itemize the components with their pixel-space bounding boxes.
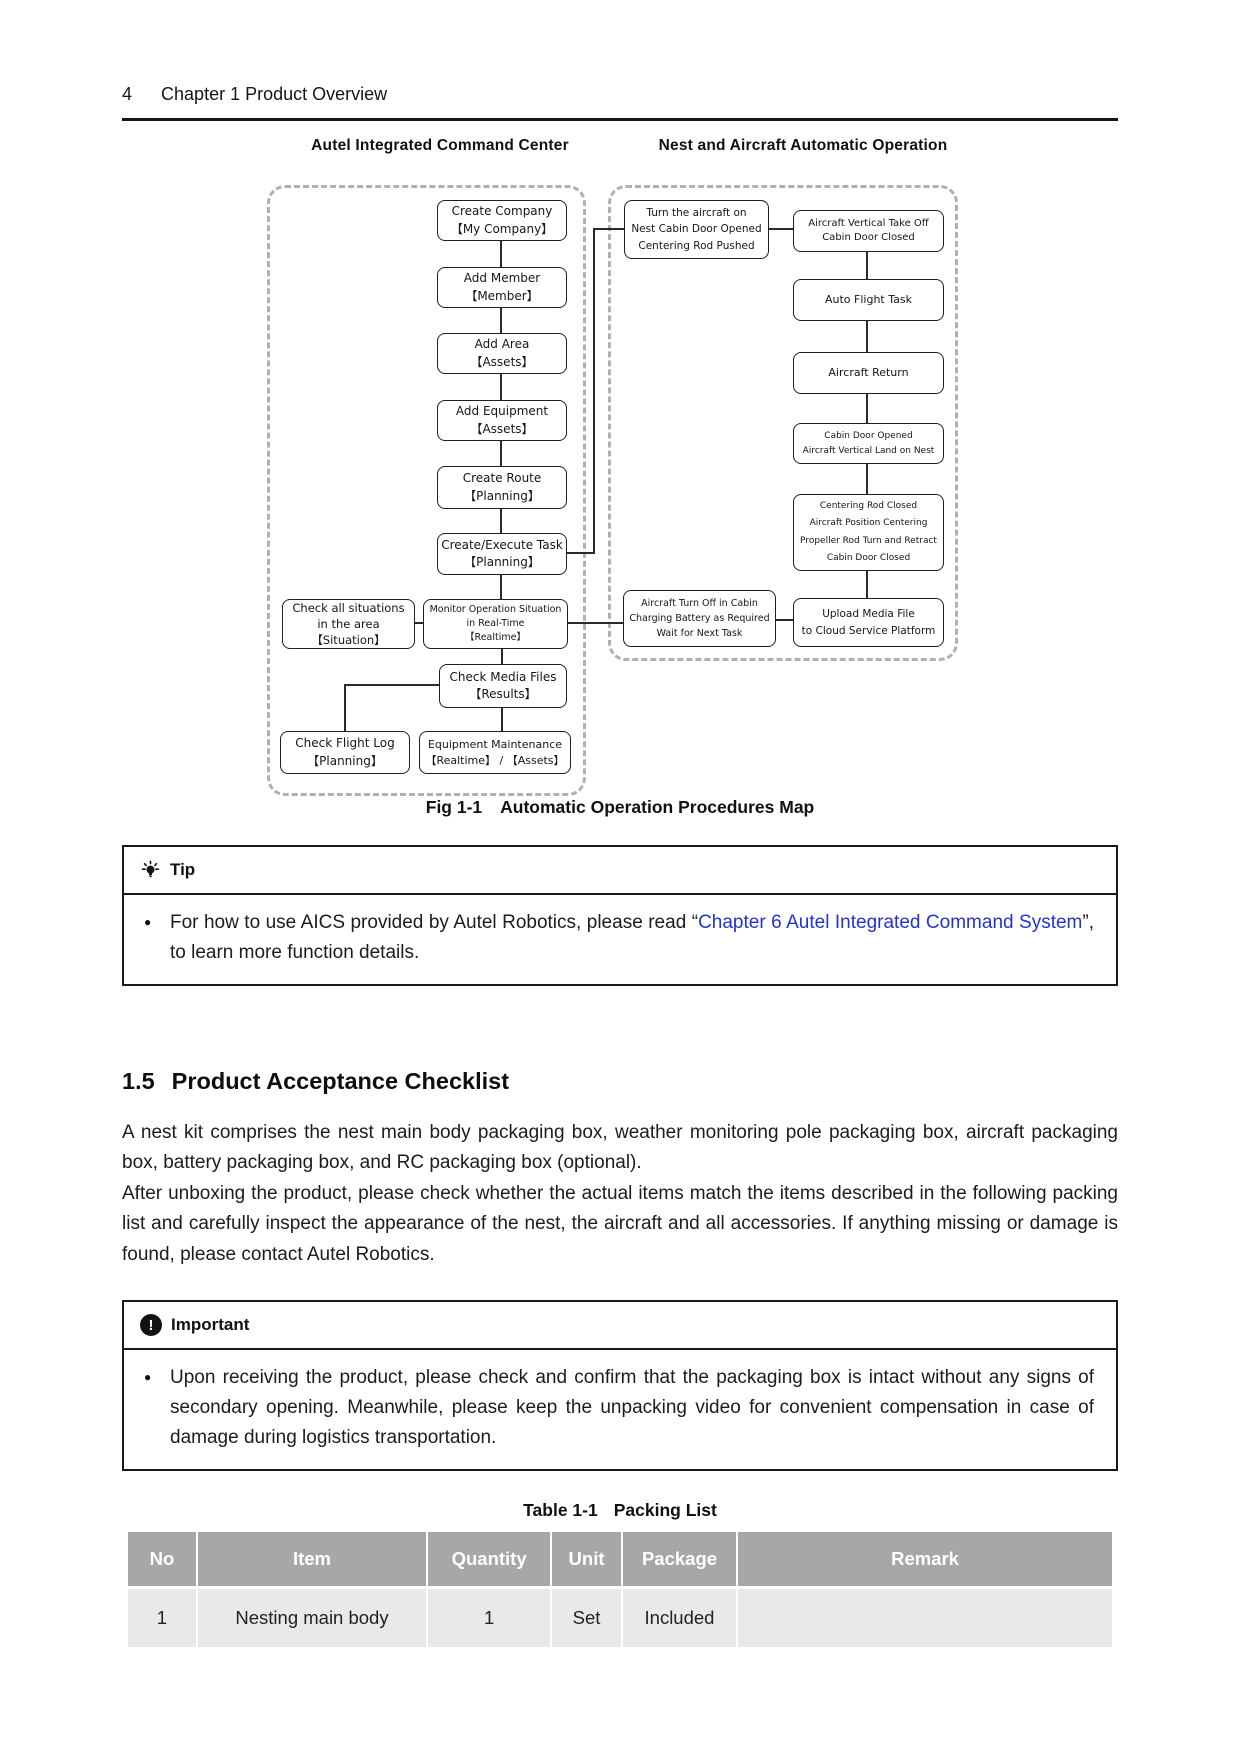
connector-line	[500, 239, 502, 267]
connector-line	[774, 619, 793, 621]
flow-left-title: Autel Integrated Command Center	[311, 137, 569, 154]
connector-line	[866, 392, 868, 423]
connector-line	[866, 250, 868, 279]
connector-line	[767, 228, 793, 230]
flow-node-upload-media: Upload Media File to Cloud Service Platf…	[793, 598, 944, 647]
cell-quantity: 1	[427, 1587, 553, 1647]
column-header-package: Package	[621, 1532, 739, 1589]
tip-header: Tip	[124, 847, 1116, 895]
column-header-remark: Remark	[737, 1532, 1112, 1589]
section-heading: 1.5 Product Acceptance Checklist	[122, 1068, 1118, 1095]
table-title: Packing List	[613, 1500, 717, 1520]
flow-node-turn-aircraft-on: Turn the aircraft on Nest Cabin Door Ope…	[624, 200, 769, 259]
flow-node-check-media-files: Check Media Files 【Results】	[439, 664, 567, 708]
page-header: 4 Chapter 1 Product Overview	[122, 84, 1118, 105]
flow-right-title: Nest and Aircraft Automatic Operation	[658, 137, 948, 154]
section-title: Product Acceptance Checklist	[171, 1068, 510, 1094]
body-copy: A nest kit comprises the nest main body …	[122, 1118, 1118, 1270]
connector-line	[500, 439, 502, 466]
connector-line	[866, 319, 868, 352]
column-header-item: Item	[196, 1532, 429, 1589]
figure-caption: Fig 1-1 Automatic Operation Procedures Ma…	[122, 797, 1118, 818]
cell-no: 1	[128, 1587, 198, 1647]
tip-box: Tip ● For how to use AICS provided by Au…	[122, 845, 1118, 987]
connector-line	[593, 228, 595, 554]
important-box: ! Important ● Upon receiving the product…	[122, 1300, 1118, 1472]
cell-item: Nesting main body	[196, 1587, 429, 1647]
flow-node-add-equipment: Add Equipment 【Assets】	[437, 400, 567, 441]
table-row: 1 Nesting main body 1 Set Included	[128, 1587, 1112, 1647]
flow-node-create-execute-task: Create/Execute Task 【Planning】	[437, 533, 567, 575]
flow-node-equipment-maintenance: Equipment Maintenance 【Realtime】 / 【Asse…	[419, 731, 571, 774]
column-header-quantity: Quantity	[427, 1532, 553, 1589]
chapter-title: Chapter 1 Product Overview	[161, 84, 388, 104]
tip-text-after: ”, to learn more function details.	[170, 912, 1094, 964]
connector-line	[413, 622, 423, 624]
table-header-row: No Item Quantity Unit Package Remark	[128, 1532, 1112, 1589]
cell-package: Included	[621, 1587, 739, 1647]
connector-line	[344, 684, 439, 686]
tip-title: Tip	[170, 860, 196, 879]
bullet-dot: ●	[144, 1370, 152, 1384]
section-number: 1.5	[122, 1068, 155, 1094]
connector-line	[500, 507, 502, 533]
connector-line	[866, 462, 868, 494]
tip-body: ● For how to use AICS provided by Autel …	[124, 895, 1116, 984]
figure-label: Fig 1-1	[425, 797, 483, 817]
connector-line	[344, 684, 346, 731]
connector-line	[501, 706, 503, 731]
important-header: ! Important	[124, 1302, 1116, 1350]
tip-text: For how to use AICS provided by Autel Ro…	[170, 908, 1094, 968]
connector-line	[593, 228, 624, 230]
paragraph: After unboxing the product, please check…	[122, 1182, 1118, 1265]
flow-node-monitor-operation: Monitor Operation Situation in Real-Time…	[423, 599, 568, 649]
flow-node-auto-flight-task: Auto Flight Task	[793, 279, 944, 321]
exclamation-icon: !	[140, 1314, 162, 1336]
flow-node-add-member: Add Member 【Member】	[437, 267, 567, 308]
figure-title: Automatic Operation Procedures Map	[500, 797, 815, 817]
column-header-no: No	[128, 1532, 198, 1589]
chapter-6-link[interactable]: Chapter 6 Autel Integrated Command Syste…	[698, 912, 1083, 933]
important-text: Upon receiving the product, please check…	[170, 1367, 1094, 1449]
tip-text-before: For how to use AICS provided by Autel Ro…	[170, 912, 699, 933]
connector-line	[566, 622, 623, 624]
flow-node-vertical-take-off: Aircraft Vertical Take Off Cabin Door Cl…	[793, 210, 944, 252]
nest-group-frame	[608, 185, 958, 661]
flow-node-aircraft-turn-off: Aircraft Turn Off in Cabin Charging Batt…	[623, 590, 776, 647]
connector-line	[565, 552, 595, 554]
flow-node-check-flight-log: Check Flight Log 【Planning】	[280, 731, 410, 774]
connector-line	[866, 569, 868, 598]
connector-line	[500, 573, 502, 599]
flowchart: Autel Integrated Command Center Nest and…	[122, 135, 1118, 797]
important-body: ● Upon receiving the product, please che…	[124, 1350, 1116, 1469]
flow-node-cabin-door-opened: Cabin Door Opened Aircraft Vertical Land…	[793, 423, 944, 464]
bullet-dot: ●	[144, 915, 152, 929]
table-label: Table 1-1	[523, 1500, 598, 1520]
table-caption: Table 1-1 Packing List	[122, 1500, 1118, 1521]
packing-list-table: No Item Quantity Unit Package Remark 1 N…	[128, 1532, 1112, 1647]
flow-node-add-area: Add Area 【Assets】	[437, 333, 567, 374]
connector-line	[500, 306, 502, 333]
flow-node-create-route: Create Route 【Planning】	[437, 466, 567, 509]
connector-line	[501, 647, 503, 664]
column-header-unit: Unit	[551, 1532, 623, 1589]
flow-node-aircraft-return: Aircraft Return	[793, 352, 944, 394]
important-title: Important	[171, 1315, 250, 1334]
header-rule	[122, 118, 1118, 121]
flow-node-centering-sequence: Centering Rod Closed Aircraft Position C…	[793, 494, 944, 571]
connector-line	[500, 372, 502, 400]
paragraph: A nest kit comprises the nest main body …	[122, 1122, 1118, 1174]
page-number: 4	[122, 84, 133, 104]
flow-node-create-company: Create Company 【My Company】	[437, 200, 567, 241]
cell-remark	[737, 1587, 1112, 1647]
lightbulb-icon	[140, 860, 161, 881]
aics-group-frame	[267, 185, 586, 796]
cell-unit: Set	[551, 1587, 623, 1647]
flow-node-check-all-situations: Check all situations in the area 【Situat…	[282, 599, 415, 649]
